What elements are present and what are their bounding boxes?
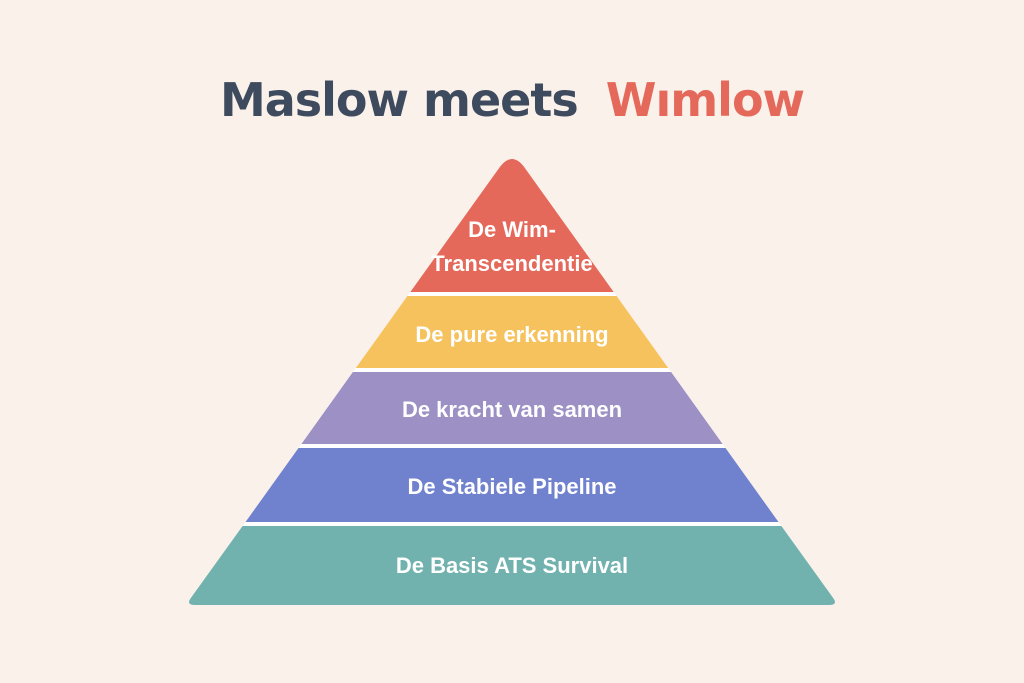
- page-title: Maslow meets Wımlow: [220, 73, 804, 127]
- pyramid-level-5-shape: [189, 526, 835, 605]
- pyramid-level-2-shape: [355, 296, 669, 368]
- pyramid-level-2-label: De pure erkenning: [415, 322, 608, 347]
- pyramid-level-4-label: De Stabiele Pipeline: [407, 474, 616, 499]
- page-title-part-1: Maslow meets: [220, 73, 578, 127]
- pyramid-level-3-shape: [301, 372, 723, 444]
- page-title-part-2: Wımlow: [606, 73, 804, 127]
- pyramid-level-4-shape: [245, 448, 779, 522]
- pyramid-level-1-label-line-1: De Wim-: [468, 217, 556, 242]
- pyramid-level-3-label: De kracht van samen: [402, 397, 622, 422]
- pyramid-level-1-shape: [410, 159, 614, 292]
- pyramid-level-5-label: De Basis ATS Survival: [396, 553, 628, 578]
- pyramid-level-1-label-line-2: Transcendentie: [431, 251, 592, 276]
